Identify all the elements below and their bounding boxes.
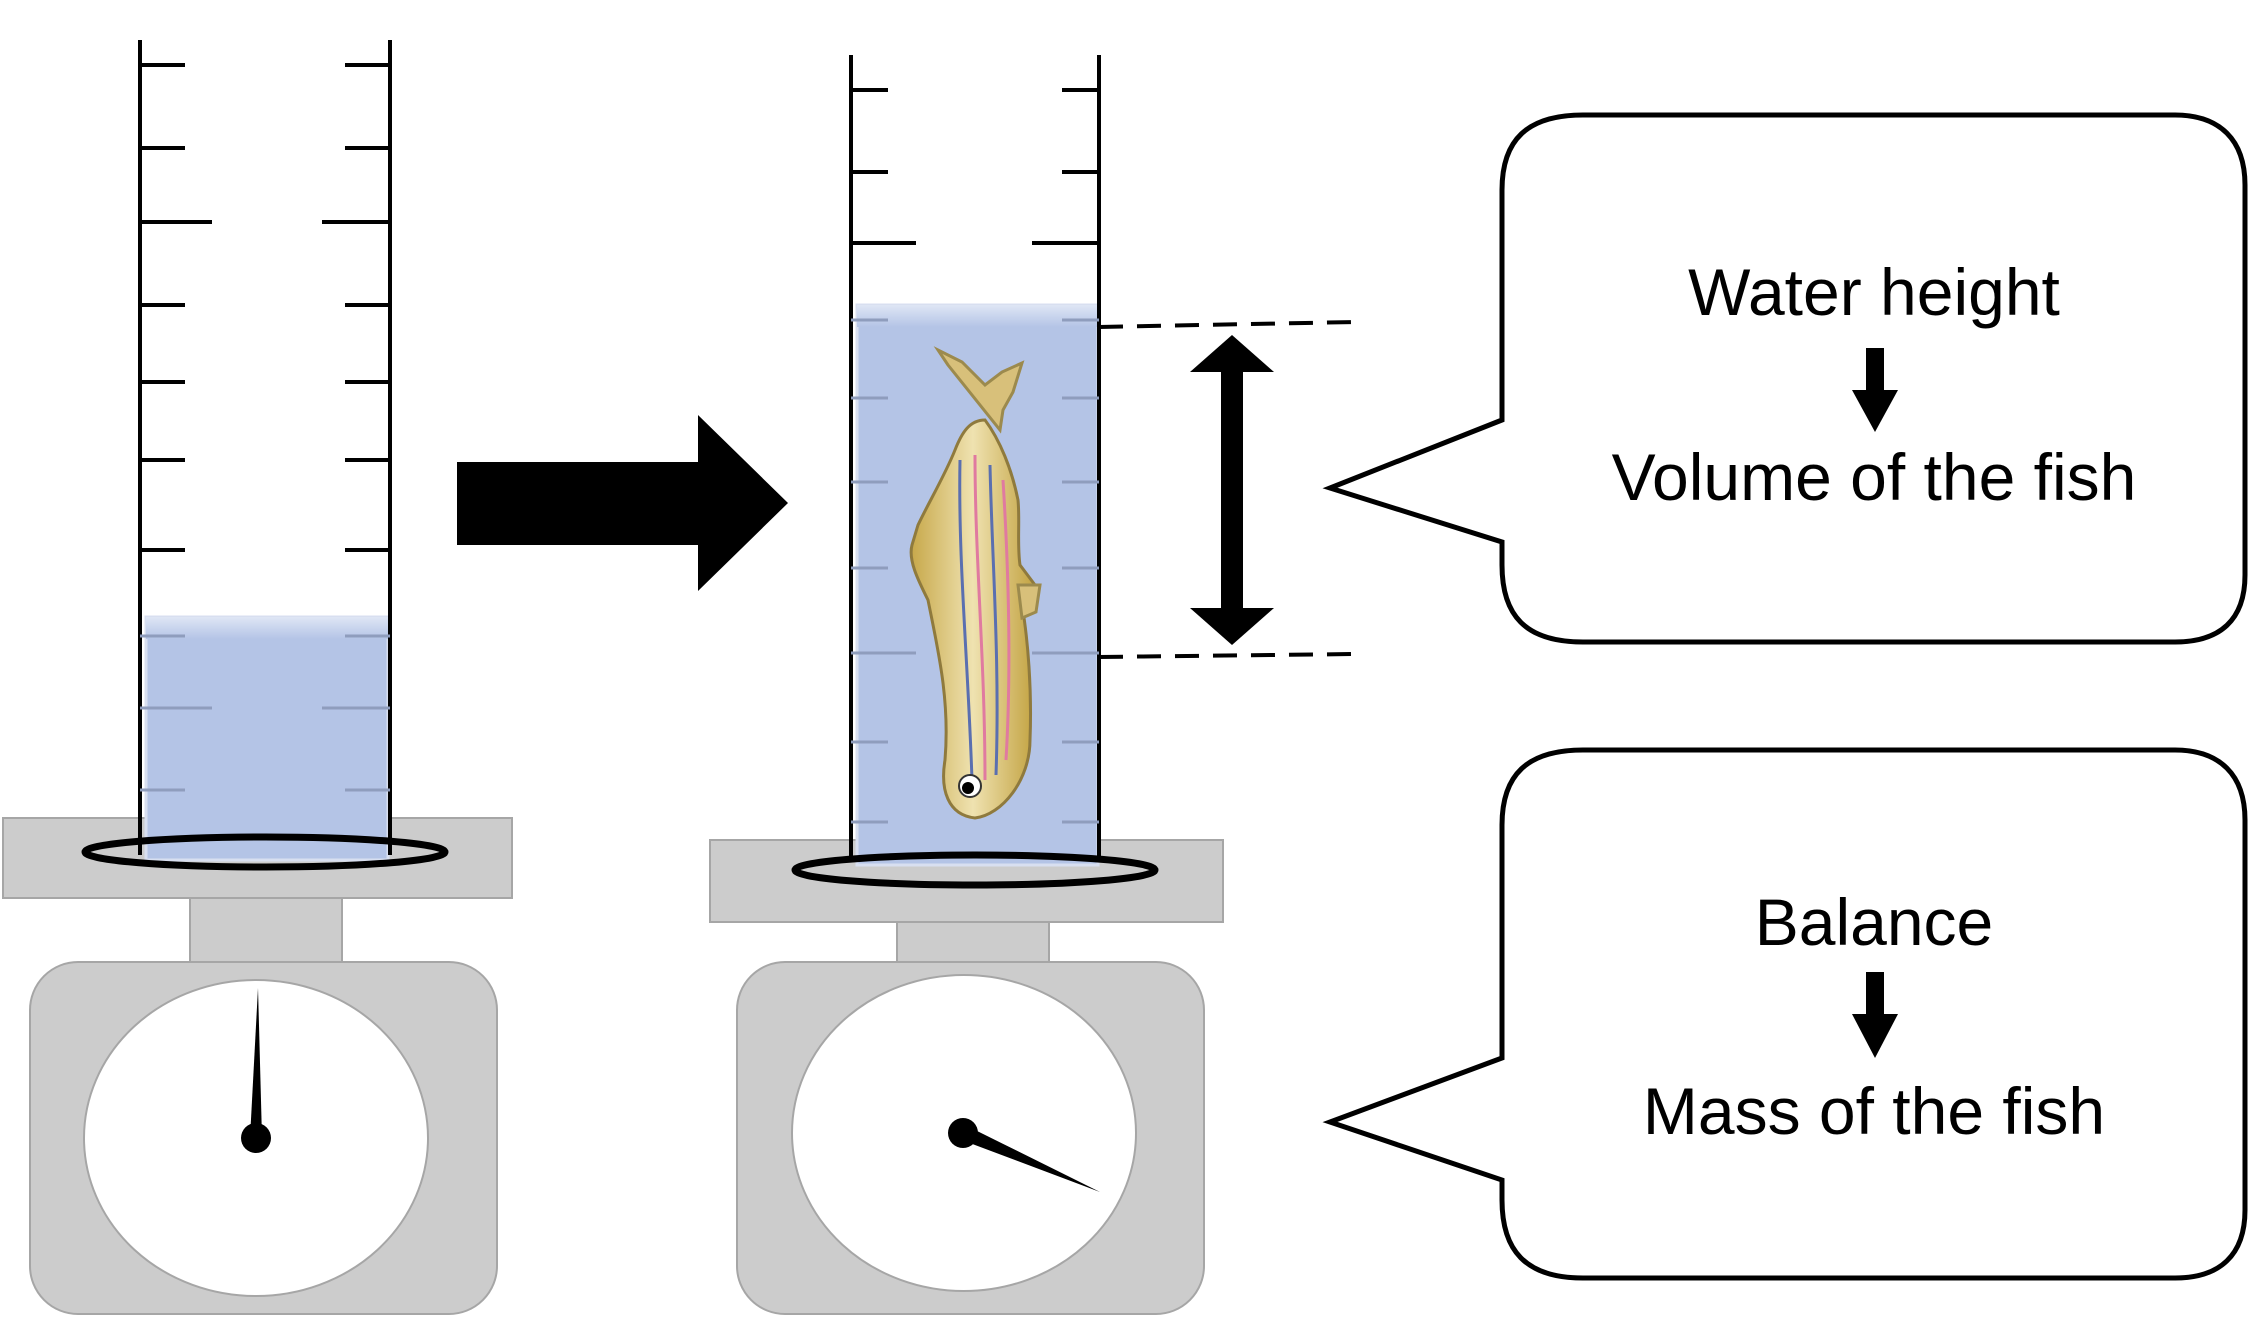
dashed-top-level bbox=[1098, 320, 1356, 329]
cylinder-ticks bbox=[140, 63, 390, 552]
right-arrow-icon bbox=[457, 415, 788, 591]
submerged-ticks bbox=[851, 318, 1099, 824]
cylinder-ticks bbox=[851, 88, 1099, 245]
volume-callout-top-label: Water height bbox=[1688, 255, 2060, 329]
scale-needle bbox=[250, 988, 262, 1138]
water-height-indicator bbox=[1098, 320, 1356, 659]
down-arrow-icon bbox=[1852, 348, 1898, 432]
scale-before bbox=[2, 817, 513, 1315]
water-before bbox=[144, 615, 390, 862]
dashed-bottom-level bbox=[1098, 652, 1356, 659]
callout-outline bbox=[1322, 747, 2248, 1281]
double-headed-arrow-icon bbox=[1190, 335, 1274, 645]
water-surface-highlight bbox=[857, 305, 1098, 327]
mass-callout-top-label: Balance bbox=[1755, 885, 1994, 959]
scale-needle-pivot bbox=[241, 1123, 271, 1153]
cylinder-base-ring bbox=[81, 833, 449, 871]
fish-stripes bbox=[958, 454, 1011, 781]
callout-outline bbox=[1322, 112, 2248, 645]
cylinder-after bbox=[791, 55, 1159, 889]
cylinder-before bbox=[81, 40, 449, 871]
scale-after bbox=[709, 839, 1224, 1315]
down-arrow-icon bbox=[1852, 972, 1898, 1058]
fish-tail bbox=[933, 346, 1025, 434]
scale-needle-pivot bbox=[948, 1118, 978, 1148]
scale-needle bbox=[963, 1124, 1100, 1192]
volume-callout: Water height Volume of the fish bbox=[1322, 112, 2248, 645]
volume-callout-bottom-label: Volume of the fish bbox=[1612, 440, 2137, 514]
water-surface-highlight bbox=[146, 617, 388, 639]
cylinder-base-ring bbox=[791, 851, 1159, 889]
scale-neck bbox=[189, 897, 343, 963]
fish-pectoral-fin bbox=[1016, 583, 1042, 621]
mass-callout-bottom-label: Mass of the fish bbox=[1643, 1074, 2105, 1148]
fish-pupil bbox=[962, 782, 974, 794]
mass-callout: Balance Mass of the fish bbox=[1322, 747, 2248, 1281]
zebrafish-icon bbox=[909, 346, 1042, 820]
submerged-ticks bbox=[140, 634, 390, 792]
